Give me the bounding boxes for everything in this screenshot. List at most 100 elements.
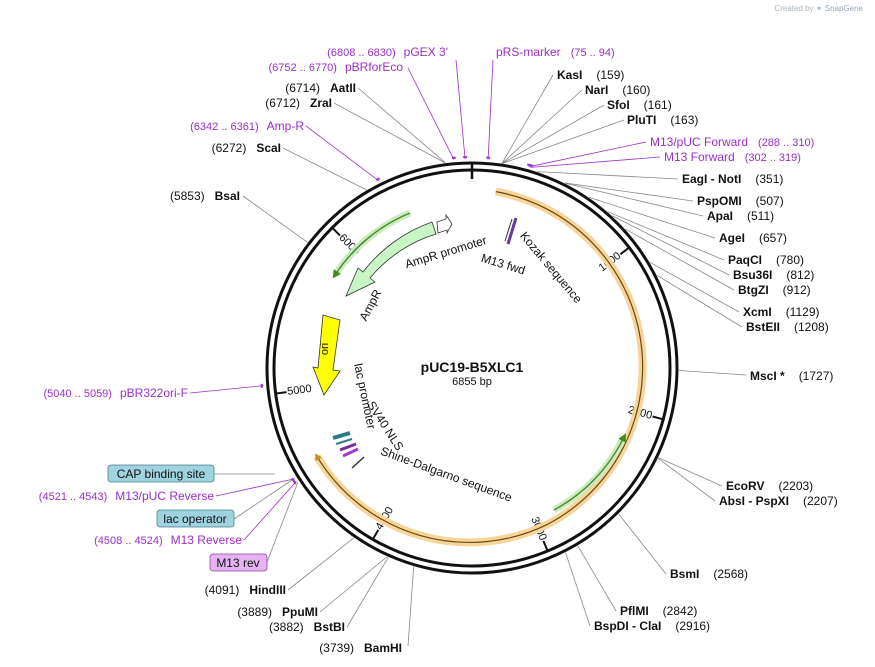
primer-label[interactable]: (6808 .. 6830)pGEX 3' — [327, 45, 448, 59]
lac-operator-label: lac operator — [163, 512, 226, 526]
kozak-feature[interactable] — [506, 217, 518, 245]
cap-binding-site-label: CAP binding site — [117, 467, 206, 481]
primer-label[interactable]: M13 Forward(302 .. 319) — [664, 150, 801, 164]
primer-leader-line — [189, 385, 264, 394]
primer-leader-line — [455, 59, 466, 160]
enzyme-label[interactable]: PflMI(2842) — [620, 604, 697, 618]
primer-label[interactable]: (4508 .. 4524)M13 Reverse — [94, 533, 242, 547]
primer-label[interactable]: M13/pUC Forward(288 .. 310) — [650, 135, 814, 149]
primer-labels-group: (6808 .. 6830)pGEX 3' (6752 .. 6770)pBRf… — [39, 45, 815, 547]
primer-leader-line — [215, 478, 295, 497]
snapgene-logo-icon: ⚭ — [815, 4, 823, 13]
enzyme-label[interactable]: EcoRV(2203) — [726, 479, 813, 493]
scale-tick — [542, 540, 549, 551]
enzyme-label[interactable]: (6272)ScaI — [212, 141, 281, 155]
enzyme-leader-line — [657, 458, 716, 502]
enzyme-leader-line — [612, 215, 730, 276]
primer-leader-line — [528, 141, 647, 168]
enzyme-label[interactable]: MscI *(1727) — [750, 369, 833, 383]
enzyme-label[interactable]: ApaI(511) — [707, 209, 774, 223]
ampr-gene-arrow[interactable] — [345, 221, 437, 297]
scale-tick-label: 5000 — [287, 383, 313, 398]
enzyme-leader-line — [625, 228, 735, 291]
enzyme-label[interactable]: AbsI - PspXI(2207) — [719, 494, 838, 508]
enzyme-leader-line — [407, 566, 415, 647]
enzyme-leader-line — [502, 119, 625, 164]
enzyme-label[interactable]: XcmI(1129) — [743, 305, 819, 319]
primer-leader-line — [487, 59, 494, 160]
primer-leader-line — [530, 156, 661, 168]
scale-tick — [652, 415, 663, 421]
primer-leader-line — [305, 125, 380, 182]
enzyme-label[interactable]: BsmI(2568) — [670, 567, 748, 581]
enzyme-label[interactable]: EagI - NotI(351) — [682, 172, 783, 186]
enzyme-label[interactable]: PspOMI(507) — [697, 194, 784, 208]
enzyme-label[interactable]: SfoI(161) — [607, 98, 672, 112]
enzyme-label[interactable]: PluTI(163) — [627, 113, 698, 127]
enzyme-label[interactable]: (3882)BstBI — [269, 620, 345, 634]
enzyme-leader-line — [607, 211, 725, 261]
primer-leader-line — [407, 67, 455, 160]
plasmid-name: pUC19-B5XLC1 — [421, 359, 524, 375]
enzyme-label[interactable]: (3889)PpuMI — [237, 605, 318, 619]
enzyme-leader-line — [501, 89, 583, 164]
primer-marker[interactable] — [292, 480, 297, 485]
ampr-promoter-arrow[interactable] — [436, 213, 453, 235]
enzyme-leader-line — [501, 74, 554, 164]
scale-tick — [332, 227, 341, 237]
primer-marker[interactable] — [529, 163, 534, 167]
m13-rev-box[interactable]: M13 rev — [209, 553, 268, 572]
enzyme-leader-line — [577, 545, 617, 612]
primer-label[interactable]: (6752 .. 6770)pBRforEco — [268, 60, 403, 74]
enzyme-leader-line — [564, 182, 694, 202]
enzyme-label[interactable]: NarI(160) — [585, 83, 650, 97]
enzyme-leader-line — [589, 197, 716, 239]
enzyme-label[interactable]: KasI(159) — [557, 68, 624, 82]
primer-label[interactable]: (4521 .. 4543)M13/pUC Reverse — [39, 489, 215, 503]
enzyme-label[interactable]: BspDI - ClaI(2916) — [594, 619, 710, 633]
enzyme-leader-line — [357, 87, 446, 164]
cap-binding-site-box[interactable]: CAP binding site — [107, 464, 215, 483]
lac-operator-box[interactable]: lac operator — [156, 509, 235, 528]
plasmid-length: 6855 bp — [452, 376, 492, 388]
enzyme-leader-line — [649, 261, 740, 313]
primer-label[interactable]: pRS-marker(75 .. 94) — [496, 45, 615, 59]
enzyme-label[interactable]: (3739)BamHI — [319, 641, 402, 655]
enzyme-leader-line — [282, 147, 367, 191]
lac-region-features[interactable] — [332, 431, 365, 469]
ori-arrow[interactable] — [312, 314, 341, 396]
enzyme-leader-line — [656, 275, 743, 328]
primer-leader-line — [243, 481, 297, 541]
shine-dalgarno-label: Shine-Dalgarno sequence — [379, 444, 514, 505]
enzyme-leader-line — [658, 457, 723, 487]
enzyme-label[interactable]: AgeI(657) — [719, 231, 787, 245]
enzyme-label[interactable]: (4091)HindIII — [205, 583, 286, 597]
enzyme-label[interactable]: BtgZI(912) — [738, 283, 811, 297]
enzyme-label[interactable]: (6714)AatII — [285, 81, 356, 95]
primer-label[interactable]: (5040 .. 5059)pBR322ori-F — [43, 386, 188, 400]
enzyme-leader-line — [565, 182, 704, 217]
enzyme-leader-line — [618, 513, 667, 575]
m13-fwd-feature[interactable] — [504, 218, 513, 242]
enzyme-leader-line — [502, 104, 605, 164]
enzyme-label[interactable]: (5853)BsaI — [170, 189, 240, 203]
enzyme-label[interactable]: BstEII(1208) — [746, 320, 829, 334]
enzyme-leader-line — [565, 552, 591, 627]
enzyme-label[interactable]: PaqCI(780) — [728, 253, 804, 267]
m13-fwd-label: M13 fwd — [479, 251, 526, 278]
primer-marker[interactable] — [375, 177, 381, 181]
primer-label[interactable]: (6342 .. 6361)Amp-R — [190, 119, 304, 133]
enzyme-leader-line — [678, 370, 747, 376]
orf-green-lower — [553, 433, 626, 511]
enzyme-label[interactable]: Bsu36I(812) — [733, 268, 814, 282]
enzyme-leader-line — [346, 557, 389, 628]
enzyme-label[interactable]: (6712)ZraI — [265, 96, 332, 110]
snapgene-watermark: Created by ⚭ SnapGene — [774, 4, 863, 13]
enzyme-leader-line — [319, 556, 388, 613]
orf-right-line — [495, 191, 644, 525]
watermark-prefix: Created by — [774, 4, 814, 13]
kozak-label: Kozak sequence — [517, 229, 585, 306]
enzyme-leader-line — [537, 171, 679, 180]
